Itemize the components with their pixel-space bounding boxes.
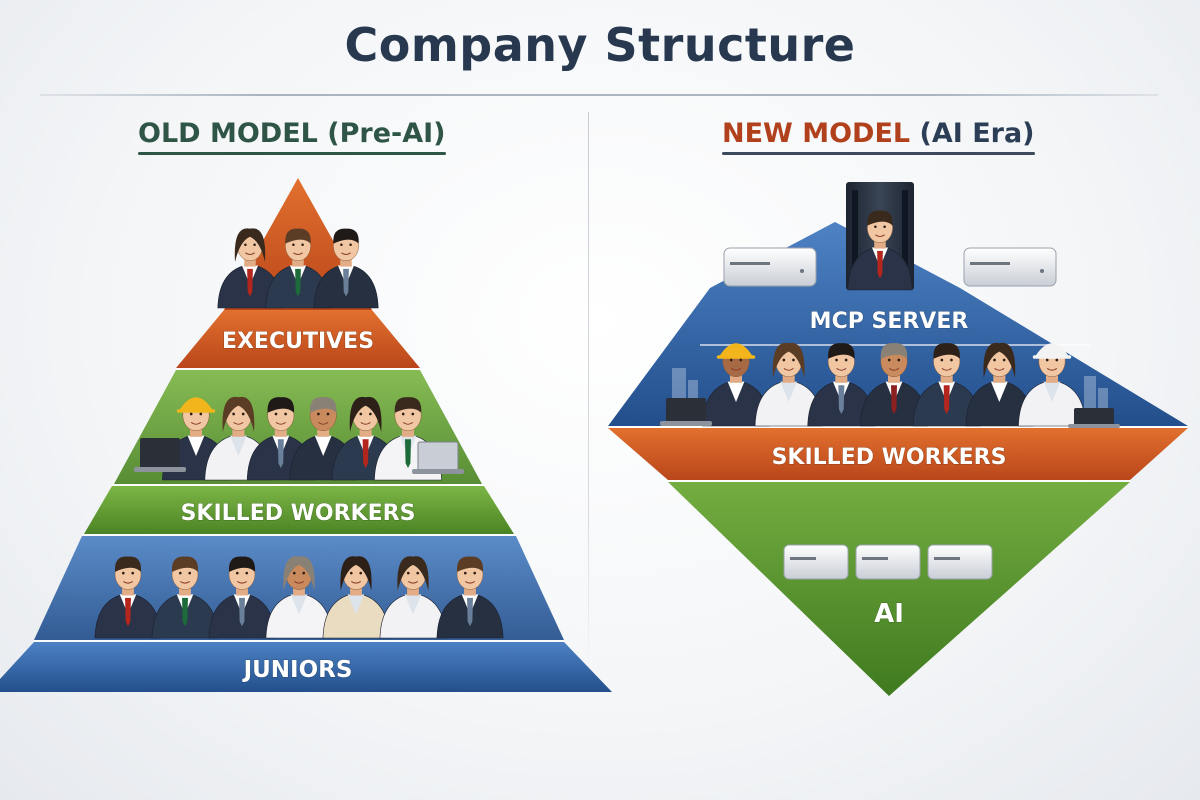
new-tier-label-ai: AI bbox=[874, 599, 904, 629]
person-figure bbox=[217, 228, 283, 309]
old-tier-label-juniors: JUNIORS bbox=[242, 657, 353, 683]
person-figure bbox=[208, 556, 276, 639]
server-unit-icon-right bbox=[963, 247, 1057, 287]
person-figure bbox=[151, 556, 219, 639]
old-juniors-band bbox=[0, 642, 612, 692]
person-figure bbox=[912, 343, 981, 427]
person-figure bbox=[965, 342, 1034, 427]
old-heading-underline bbox=[138, 152, 446, 155]
new-skilled-band bbox=[608, 428, 1188, 480]
person-figure bbox=[265, 556, 333, 639]
old-tier-label-skilled: SKILLED WORKERS bbox=[181, 501, 416, 526]
old-juniors-people bbox=[94, 556, 504, 639]
title-divider bbox=[40, 94, 1158, 96]
laptop-icon-old-left bbox=[134, 438, 186, 472]
person-figure bbox=[313, 228, 379, 309]
old-tier-label-executives: EXECUTIVES bbox=[222, 329, 374, 354]
new-model-heading-accent: NEW MODEL bbox=[722, 118, 911, 149]
person-figure bbox=[807, 343, 876, 427]
new-ai-section bbox=[668, 482, 1130, 696]
old-skilled-band bbox=[84, 486, 514, 534]
old-executives-band bbox=[176, 310, 420, 368]
center-divider bbox=[588, 112, 589, 682]
person-figure bbox=[1018, 343, 1086, 427]
server-unit-icon-left bbox=[723, 247, 817, 287]
mcp-person bbox=[847, 210, 913, 291]
ai-server-icon-2 bbox=[855, 544, 921, 580]
page-title: Company Structure bbox=[344, 18, 856, 72]
person-figure bbox=[436, 556, 504, 639]
new-tier-label-mcp: MCP SERVER bbox=[810, 309, 969, 334]
person-figure bbox=[702, 343, 770, 427]
person-figure bbox=[379, 556, 447, 639]
laptop-icon-left bbox=[660, 398, 712, 426]
old-executives-people bbox=[217, 228, 379, 309]
person-figure bbox=[754, 342, 823, 427]
person-figure bbox=[322, 556, 390, 639]
old-model-heading: OLD MODEL (Pre-AI) bbox=[138, 118, 446, 155]
person-figure bbox=[265, 228, 331, 309]
laptop-icon-right bbox=[1068, 408, 1120, 428]
new-tier-label-skilled: SKILLED WORKERS bbox=[772, 445, 1007, 470]
ai-server-icon-1 bbox=[783, 544, 849, 580]
person-figure bbox=[860, 343, 928, 427]
new-skilled-people bbox=[702, 342, 1086, 427]
new-heading-underline bbox=[722, 152, 1035, 155]
new-model-heading: NEW MODEL (AI Era) bbox=[722, 118, 1035, 155]
person-figure bbox=[847, 210, 913, 291]
laptop-icon-old-right bbox=[412, 441, 464, 474]
ai-server-icon-3 bbox=[927, 544, 993, 580]
old-model-heading-text: OLD MODEL (Pre-AI) bbox=[138, 118, 446, 149]
person-figure bbox=[94, 556, 162, 639]
new-model-heading-rest: (AI Era) bbox=[919, 118, 1035, 149]
